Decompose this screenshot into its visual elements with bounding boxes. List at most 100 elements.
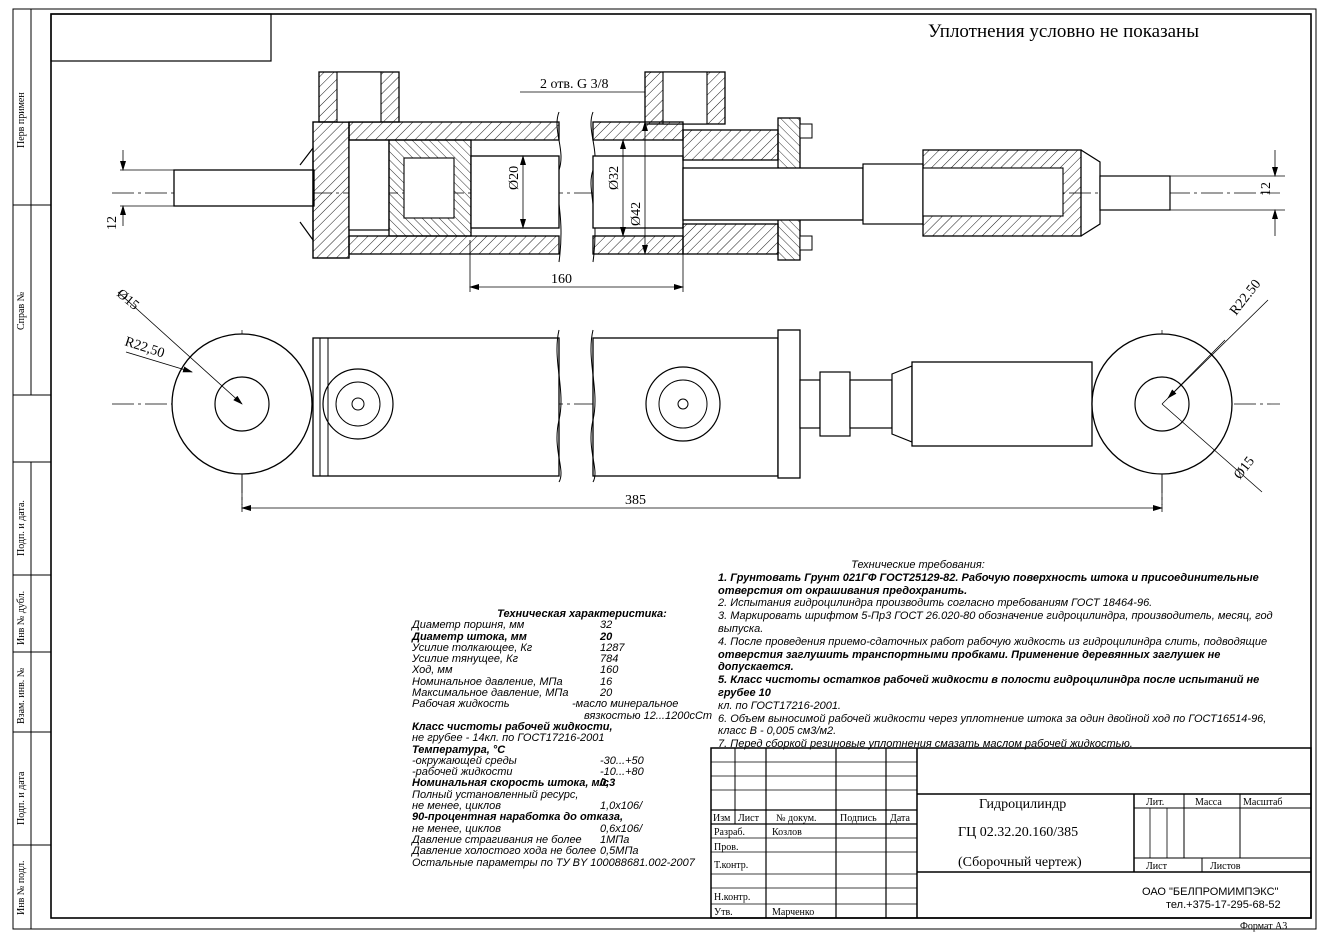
spec-row-value: 20 — [600, 630, 613, 643]
spec-percent: не менее, циклов 0,6х106/ — [412, 822, 712, 835]
tb-name-razrab: Козлов — [772, 827, 802, 838]
length-dimension — [241, 474, 1163, 512]
spec-temp-fluid-label: -рабочей жидкости — [412, 766, 513, 779]
requirement-line: 7. Перед сборкой резиновые уплотнения см… — [718, 738, 1133, 751]
spec-temp-fluid-value: -10...+80 — [600, 766, 644, 779]
technical-requirements: Технические требования: 1. Грунтовать Гр… — [718, 559, 1278, 751]
spec-row-value: 16 — [600, 675, 613, 688]
requirement-line: отверстия от окрашивания предохранить. — [718, 584, 968, 597]
spec-fluid-label: Рабочая жидкость — [412, 698, 510, 711]
company-name: ОАО "БЕЛПРОМИМПЭКС" — [1142, 886, 1279, 898]
spec-idle-pressure-value: 0,5МПа — [600, 845, 639, 858]
requirement-line: выпуска. — [718, 622, 764, 635]
requirement-line: отверстия заглушить транспортными пробка… — [718, 648, 1221, 674]
spec-row-value: 160 — [600, 664, 619, 677]
spec-temp-env-value: -30...+50 — [600, 754, 644, 767]
spec-temp-title: Температура, °С — [412, 743, 506, 756]
side-label-perv: Перв примен — [16, 92, 27, 148]
spec-fluid: Рабочая жидкость -масло минеральное — [412, 698, 712, 711]
spec-purity-value: не грубее - 14кл. по ГОСТ17216-2001 — [412, 732, 605, 745]
spec-resource-label: не менее, циклов — [412, 800, 501, 813]
side-label-podp-1: Подп. и дата. — [16, 500, 27, 556]
tb-role-nkontr: Н.контр. — [714, 892, 750, 903]
spec-resource-1: Полный установленный ресурс, — [412, 788, 579, 801]
requirement-line: 4. После проведения приемо-сдаточных раб… — [718, 635, 1268, 648]
spec-idle-pressure-label: Давление холостого хода не более — [412, 845, 597, 858]
product-code: ГЦ 02.32.20.160/385 — [958, 825, 1078, 840]
dim-length-385: 385 — [625, 493, 646, 508]
requirement-line: 6. Объем выносимой рабочей жидкости чере… — [718, 712, 1267, 725]
dim-right-12: 12 — [1259, 182, 1274, 196]
tb-col-doc: № докум. — [776, 813, 817, 824]
tb-col-list: Лист — [738, 813, 760, 824]
product-name: Гидроцилиндр — [979, 797, 1066, 812]
tb-col-sign: Подпись — [840, 813, 877, 824]
spec-resource-2: не менее, циклов 1,0х106/ — [412, 800, 712, 813]
side-label-sprav: Справ № — [16, 292, 27, 330]
dim-d32: Ø32 — [607, 166, 622, 190]
tb-sheet: Лист — [1146, 861, 1168, 872]
specs-title: Техническая характеристика: — [497, 608, 667, 620]
dim-right-d15: Ø15 — [1231, 454, 1258, 482]
spec-resource-value: 1,0х106/ — [600, 800, 643, 813]
external-view — [112, 291, 1280, 505]
sheet-format: Формат А3 — [1240, 921, 1287, 932]
title-block-grid — [710, 747, 1312, 919]
spec-percent-value: 0,6х106/ — [600, 822, 643, 835]
spec-speed-value: 0,3 — [600, 777, 616, 790]
spec-row-value: 1287 — [600, 641, 625, 654]
dim-left-12: 12 — [105, 216, 120, 230]
spec-start-pressure-value: 1МПа — [600, 833, 630, 846]
tb-scale: Масштаб — [1243, 797, 1283, 808]
tb-role-utv: Утв. — [714, 907, 733, 918]
sheet-frame — [12, 8, 1317, 930]
spec-row-value: 784 — [600, 653, 619, 666]
dim-ports: 2 отв. G 3/8 — [540, 77, 609, 92]
spec-row-label: Усилие тянущее, Кг — [412, 653, 518, 666]
spec-row-label: Диаметр штока, мм — [412, 630, 527, 643]
tb-name-utv: Марченко — [772, 907, 814, 918]
tb-col-date: Дата — [890, 813, 910, 824]
spec-fluid-value-1: -масло минеральное — [572, 698, 679, 711]
requirement-line: 1. Грунтовать Грунт 021ГФ ГОСТ25129-82. … — [718, 571, 1259, 584]
spec-row-label: Номинальное давление, МПа — [412, 675, 563, 688]
spec-percent-title: 90-процентная наработка до отказа, — [412, 811, 624, 824]
tb-role-tkontr: Т.контр. — [714, 860, 748, 871]
spec-other: Остальные параметры по ТУ BY 100088681.0… — [412, 856, 695, 869]
dim-right-radius: R22.50 — [1227, 277, 1264, 318]
tb-lit: Лит. — [1146, 797, 1164, 808]
spec-temp-env-label: -окружающей среды — [412, 754, 517, 767]
spec-row-value: 32 — [600, 619, 613, 632]
technical-characteristics: Техническая характеристика: Диаметр порш… — [412, 608, 713, 869]
spec-row: Усилие тянущее, Кг 784 — [412, 653, 712, 666]
title-block-text: Изм Лист № докум. Подпись Дата Разраб. К… — [713, 797, 1283, 918]
spec-row: Номинальное давление, МПа 16 — [412, 675, 712, 688]
spec-row: Усилие толкающее, Кг 1287 — [412, 641, 712, 654]
side-label-inv-dubl: Инв № дубл. — [16, 591, 27, 645]
requirements-lines: 1. Грунтовать Грунт 021ГФ ГОСТ25129-82. … — [718, 572, 1278, 751]
spec-row-label: Максимальное давление, МПа — [412, 687, 569, 700]
section-dimensions — [120, 91, 1285, 292]
dim-stroke-160: 160 — [551, 272, 572, 287]
spec-temp-env: -окружающей среды -30...+50 — [412, 754, 712, 767]
requirement-line: класс В - 0,005 см3/м2. — [718, 725, 837, 738]
spec-fluid-value-2: вязкостью 12...1200сСт — [584, 709, 713, 722]
spec-row-label: Усилие толкающее, Кг — [412, 641, 533, 654]
product-kind: (Сборочный чертеж) — [958, 855, 1082, 870]
spec-temp-fluid: -рабочей жидкости -10...+80 — [412, 766, 712, 779]
tb-col-izm: Изм — [713, 813, 731, 824]
requirement-line: 2. Испытания гидроцилиндра производить с… — [718, 597, 1153, 610]
section-view — [112, 71, 1280, 263]
tb-sheets: Листов — [1210, 861, 1241, 872]
header-note: Уплотнения условно не показаны — [928, 21, 1199, 42]
requirement-line: кл. по ГОСТ17216-2001. — [718, 699, 841, 712]
requirements-title: Технические требования: — [851, 559, 985, 571]
spec-percent-label: не менее, циклов — [412, 822, 501, 835]
spec-row-value: 20 — [600, 687, 613, 700]
spec-speed-label: Номинальная скорость штока, м/с — [412, 777, 609, 790]
tb-mass: Масса — [1195, 797, 1222, 808]
